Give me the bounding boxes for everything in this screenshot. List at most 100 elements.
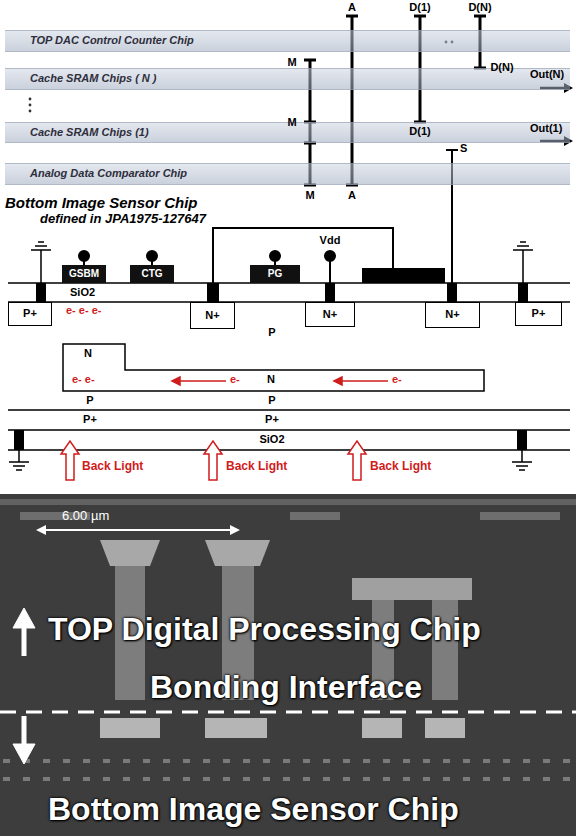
metal-contact [14, 268, 528, 450]
annotation-label: A [348, 1, 356, 14]
annotation-label: Bottom Image Sensor Chip [5, 194, 198, 212]
metal-contact [517, 430, 527, 450]
region-outline [63, 344, 484, 391]
through-silicon-via [451, 185, 453, 302]
node-label: P+ [532, 307, 546, 320]
metal-contact [14, 430, 24, 450]
diffusion-region: P+ [8, 302, 52, 326]
sem-photo [0, 499, 576, 505]
node-label: N+ [445, 308, 459, 321]
annotation-label: P [268, 394, 275, 407]
node-label: N+ [205, 309, 219, 322]
sem-photo [290, 512, 340, 520]
node-label: PG [268, 268, 282, 280]
metal-contact [518, 283, 528, 302]
back-light-arrow [61, 441, 79, 480]
annotation-label: Vdd [320, 234, 341, 247]
gate-terminal [147, 251, 157, 261]
direction-arrow [13, 744, 35, 764]
back-light-arrow [204, 441, 222, 480]
ground-symbol [513, 242, 533, 283]
ground-symbol [9, 242, 533, 470]
annotation-label: D(1) [409, 125, 430, 138]
gate-terminal [79, 251, 89, 261]
annotation-label: Back Light [226, 459, 287, 473]
scale-bar [36, 525, 240, 535]
oxide-boundary [8, 283, 570, 450]
direction-arrow [22, 716, 27, 746]
sem-photo [0, 494, 576, 836]
metal-contact [362, 268, 445, 283]
node-label: N+ [323, 308, 337, 321]
node-label: P+ [23, 307, 37, 320]
wire [213, 228, 393, 283]
gate-electrode: GSBM [62, 265, 106, 283]
annotation-label: Out(1) [530, 122, 562, 135]
annotation-label: P+ [83, 413, 97, 426]
scale-bar [36, 525, 240, 535]
annotation-label: M [305, 189, 314, 202]
annotation-label: P [86, 394, 93, 407]
ellipsis-dot [29, 98, 32, 101]
gate-terminal [329, 261, 331, 283]
node-label: GSBM [69, 268, 99, 280]
sem-photo [0, 494, 576, 836]
through-silicon-via [479, 52, 482, 68]
gate-electrode: CTG [130, 265, 174, 283]
annotation-label: e- e- e- [66, 304, 101, 317]
electron-flow-arrow [340, 380, 388, 382]
electron-flow-arrow [172, 377, 180, 385]
direction-arrow [13, 608, 35, 764]
chip-layer-band: Analog Data Comparator Chip [5, 163, 570, 185]
diffusion-region: N+ [190, 302, 235, 329]
annotation-label: M [287, 116, 296, 129]
back-light-arrow [61, 441, 366, 480]
chip-layer-band: TOP DAC Control Counter Chip [5, 30, 570, 52]
sem-photo [100, 718, 160, 738]
electron-flow-arrow [172, 377, 388, 385]
sem-photo [480, 512, 560, 520]
direction-arrow [22, 626, 27, 656]
sem-photo [362, 718, 402, 738]
photo-caption: Bottom Image Sensor Chip [48, 790, 459, 828]
ground-symbol [9, 450, 29, 470]
annotation-label: Back Light [370, 459, 431, 473]
sem-photo [0, 752, 576, 786]
diffusion-region: P+ [515, 302, 562, 326]
photo-caption: TOP Digital Processing Chip [48, 610, 481, 648]
metal-contact [207, 283, 219, 302]
gate-terminal [325, 251, 335, 261]
diffusion-region: N+ [305, 302, 355, 327]
ellipsis-dot [29, 110, 32, 113]
node-label: Cache SRAM Chips (1) [30, 126, 149, 139]
annotation-label: M [287, 56, 296, 69]
annotation-label: D(1) [409, 1, 430, 14]
sem-photo [352, 578, 472, 600]
scale-bar [44, 529, 232, 531]
electron-flow-arrow [334, 377, 342, 385]
node-label: e- [230, 373, 240, 386]
node-label: CTG [141, 268, 162, 280]
annotation-label: SiO2 [259, 433, 284, 446]
annotation-label: P+ [265, 413, 279, 426]
bonding-line [0, 711, 576, 714]
gate-electrode: PG [250, 265, 300, 283]
node-label: e- e- [72, 373, 95, 386]
annotation-label: S [460, 142, 467, 155]
annotation-label: D(N) [468, 1, 491, 14]
oxide-boundary [8, 283, 570, 450]
wire [213, 228, 393, 283]
sem-photo [100, 540, 160, 566]
sem-photo [205, 718, 267, 738]
sem-photo [425, 718, 465, 738]
photo-caption: Bonding Interface [150, 668, 422, 706]
ground-symbol [31, 242, 51, 283]
annotation-label: 6.00 µm [62, 508, 109, 524]
ground-symbol [512, 450, 532, 470]
metal-contact [325, 283, 335, 302]
back-light-arrow [348, 441, 366, 480]
node-label: N [267, 373, 275, 386]
chip-layer-band: Cache SRAM Chips ( N ) [5, 68, 570, 90]
sem-photo [205, 540, 270, 566]
